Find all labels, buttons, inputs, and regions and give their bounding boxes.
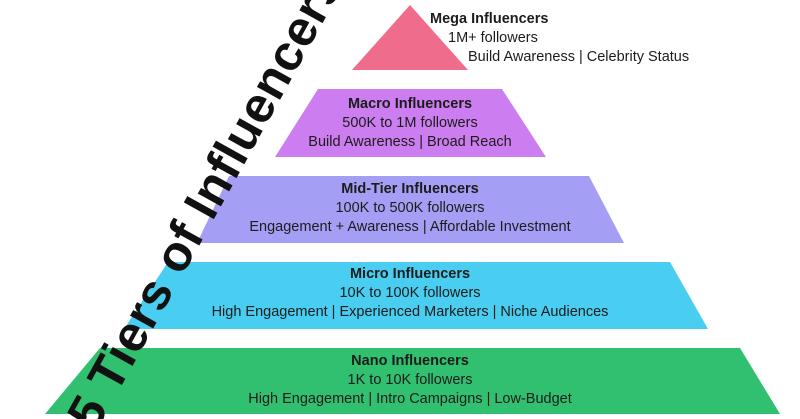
tier-mega-triangle (352, 5, 468, 70)
tier-nano-description: High Engagement | Intro Campaigns | Low-… (248, 391, 572, 407)
tier-mid-label: Mid-Tier Influencers 100K to 500K follow… (200, 180, 620, 237)
tier-mega-description: Build Awareness | Celebrity Status (468, 49, 690, 65)
tier-micro-description: High Engagement | Experienced Marketers … (211, 304, 609, 320)
tier-mid-followers: 100K to 500K followers (335, 200, 485, 216)
tier-micro-label: Micro Influencers 10K to 100K followers … (140, 265, 680, 322)
tier-mid-title: Mid-Tier Influencers (341, 181, 479, 197)
tier-mega-followers: 1M+ followers (448, 30, 538, 46)
tier-nano-trapezoid (45, 348, 780, 414)
tier-mid-trapezoid (197, 176, 624, 243)
tier-macro-followers: 500K to 1M followers (342, 115, 478, 131)
tier-macro-title: Macro Influencers (347, 96, 473, 112)
tier-nano-label: Nano Influencers 1K to 10K followers Hig… (100, 352, 720, 409)
tier-micro-title: Micro Influencers (349, 266, 471, 282)
tier-mid-description: Engagement + Awareness | Affordable Inve… (249, 219, 571, 235)
tier-macro-trapezoid (275, 89, 546, 157)
tier-mega-label: Mega Influencers 1M+ followers Build Awa… (430, 10, 689, 67)
tier-macro-description: Build Awareness | Broad Reach (308, 134, 512, 150)
tier-nano-title: Nano Influencers (351, 353, 469, 369)
tier-macro-label: Macro Influencers 500K to 1M followers B… (290, 95, 530, 152)
tier-micro-followers: 10K to 100K followers (339, 285, 481, 301)
tier-mega-title: Mega Influencers (430, 11, 549, 27)
tier-nano-followers: 1K to 10K followers (347, 372, 473, 388)
tier-micro-trapezoid (124, 262, 708, 329)
